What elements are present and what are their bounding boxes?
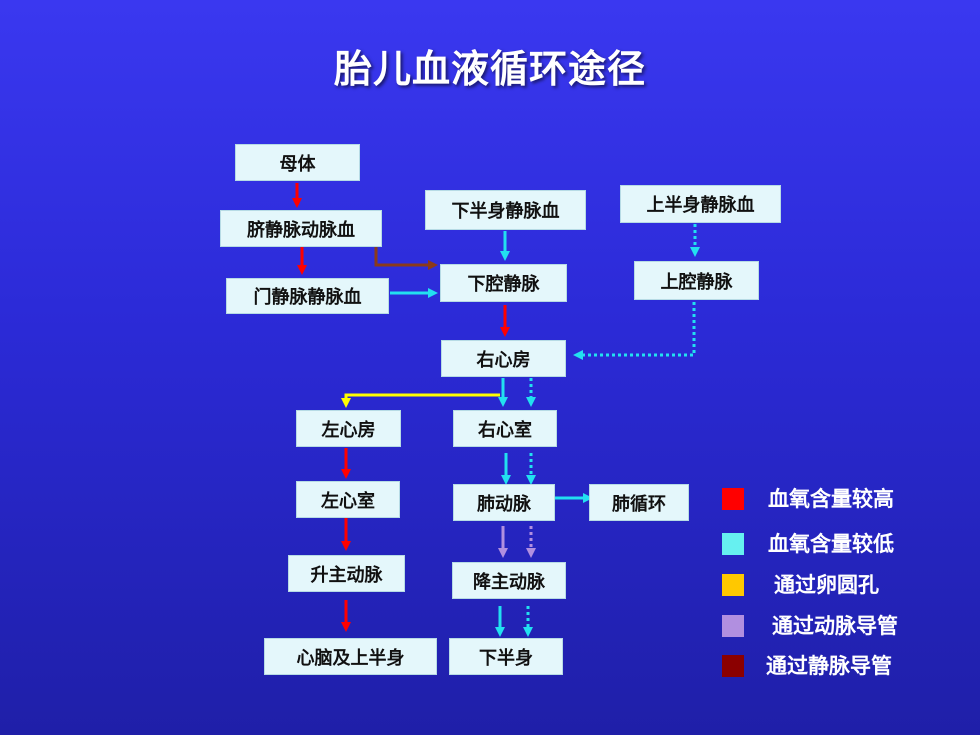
legend-label: 血氧含量较低 [768, 532, 894, 556]
node-left-ventricle: 左心室 [296, 481, 400, 518]
node-lower-body: 下半身 [449, 638, 563, 675]
legend-label: 通过卵圆孔 [774, 573, 879, 597]
legend-swatch [722, 655, 744, 677]
legend-item-foramen-ovale: 通过卵圆孔 [722, 571, 952, 599]
node-mother: 母体 [235, 144, 360, 181]
node-right-atrium: 右心房 [441, 340, 566, 377]
node-right-ventricle: 右心室 [453, 410, 557, 447]
legend-item-high-oxygen: 血氧含量较高 [722, 485, 952, 513]
node-portal-vein: 门静脉静脉血 [226, 278, 389, 314]
node-left-atrium: 左心房 [296, 410, 401, 447]
node-lower-body-venous: 下半身静脉血 [425, 190, 586, 230]
legend-item-ductus-arteriosus: 通过动脉导管 [722, 612, 952, 640]
legend-label: 血氧含量较高 [768, 487, 894, 511]
node-pulmonary-artery: 肺动脉 [453, 484, 555, 521]
legend-item-ductus-venosus: 通过静脉导管 [722, 652, 952, 680]
legend-label: 通过静脉导管 [766, 654, 892, 678]
node-umbilical-vein: 脐静脉动脉血 [220, 210, 382, 247]
node-brain-upper-body: 心脑及上半身 [264, 638, 437, 675]
legend-swatch [722, 615, 744, 637]
node-pulmonary-circulation: 肺循环 [589, 484, 689, 521]
node-descending-aorta: 降主动脉 [452, 562, 566, 599]
arrow-ductus-venosus [374, 245, 438, 270]
arrow-svc-to-right-atrium [573, 302, 696, 360]
node-ivc: 下腔静脉 [440, 264, 567, 302]
arrow-foramen-ovale [341, 393, 500, 408]
page-title: 胎儿血液循环途径 [333, 47, 646, 91]
legend-label: 通过动脉导管 [772, 614, 898, 638]
node-svc: 上腔静脉 [634, 261, 759, 300]
node-ascending-aorta: 升主动脉 [288, 555, 405, 592]
legend-swatch [722, 488, 744, 510]
legend-swatch [722, 533, 744, 555]
node-upper-body-venous: 上半身静脉血 [620, 185, 781, 223]
legend-swatch [722, 574, 744, 596]
legend-item-low-oxygen: 血氧含量较低 [722, 530, 952, 558]
